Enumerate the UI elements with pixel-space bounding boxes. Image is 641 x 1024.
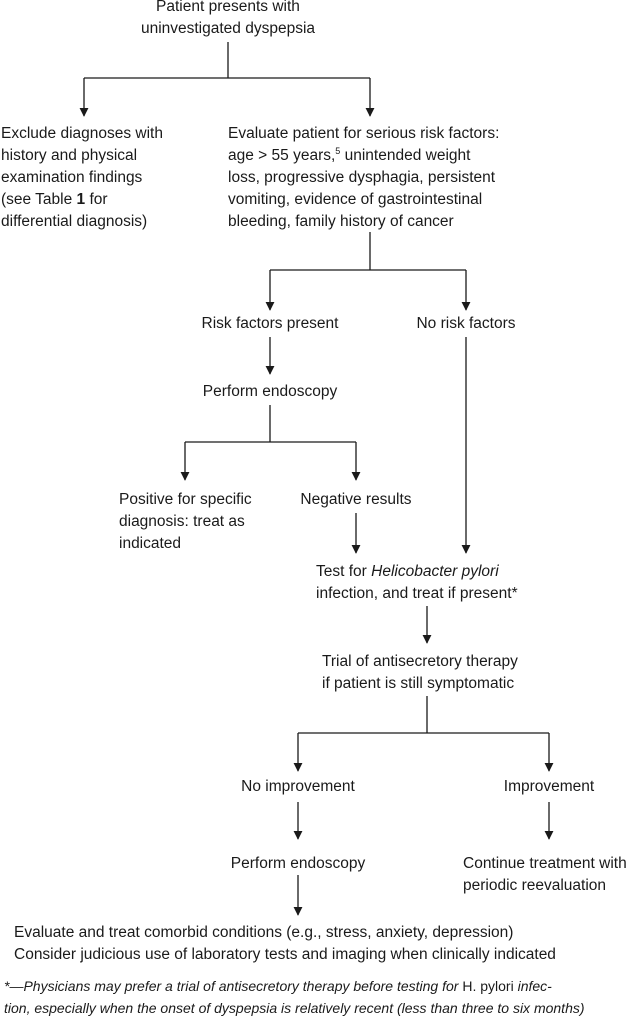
node-exclude-line2: history and physical [1,147,138,164]
node-evaluate-line1: Evaluate patient for serious risk factor… [228,125,500,142]
table-reference: 1 [76,191,86,208]
node-evaluate-line2-post: unintended weight [340,147,471,164]
node-exclude-line5: differential diagnosis) [1,213,148,230]
footnote-line1-pre: *—Physicians may prefer a trial of antis… [4,978,463,994]
node-evaluate: Evaluate patient for serious risk factor… [228,123,499,233]
node-test-hp: Test for Helicobacter pylori infection, … [316,561,518,605]
node-evaluate-line5: bleeding, family history of cancer [228,213,454,230]
node-test-hp-line2: infection, and treat if present* [316,585,518,602]
node-exclude: Exclude diagnoses with history and physi… [1,123,163,233]
footnote-line1-post: infec- [513,978,552,994]
node-positive-line1: Positive for specific [119,491,252,508]
node-risk-present: Risk factors present [201,315,339,332]
node-positive-line3: indicated [119,535,182,552]
footnote-line2: tion, especially when the onset of dyspe… [4,1000,585,1016]
node-negative: Negative results [300,491,412,508]
node-exclude-line1: Exclude diagnoses with [1,125,163,142]
node-exclude-line3: examination findings [1,169,143,186]
node-final-line1: Evaluate and treat comorbid conditions (… [14,924,514,941]
node-no-risk: No risk factors [416,315,516,332]
node-continue-line2: periodic reevaluation [463,877,607,894]
node-start-line2: uninvestigated dyspepsia [140,20,316,37]
node-exclude-line4-post: for [85,191,108,208]
node-trial-line1: Trial of antisecretory therapy [322,653,518,670]
reference-superscript: 5 [335,146,341,156]
node-exclude-line4-pre: (see Table [1,191,77,208]
node-evaluate-line2-pre: age > 55 years, [228,147,336,164]
node-evaluate-line4: vomiting, evidence of gastrointestinal [228,191,483,208]
node-final: Evaluate and treat comorbid conditions (… [14,922,556,966]
node-improvement: Improvement [503,778,595,795]
node-no-improvement: No improvement [241,778,355,795]
node-endoscopy-1: Perform endoscopy [202,383,338,400]
node-continue: Continue treatment with periodic reevalu… [463,853,627,897]
node-start: Patient presents with uninvestigated dys… [98,0,358,40]
node-final-line2: Consider judicious use of laboratory tes… [14,946,556,963]
node-test-hp-line1: Test for Helicobacter pylori [316,561,518,583]
node-positive-line2: diagnosis: treat as [119,513,245,530]
node-trial: Trial of antisecretory therapy if patien… [322,651,518,695]
node-evaluate-line2: age > 55 years,5 unintended weight [228,145,499,167]
node-exclude-line4: (see Table 1 for [1,189,163,211]
node-positive: Positive for specific diagnosis: treat a… [119,489,252,555]
node-test-hp-line1-pre: Test for [316,563,372,580]
node-start-line1: Patient presents with [156,0,300,15]
node-evaluate-line3: loss, progressive dysphagia, persistent [228,169,496,186]
footnote-line1: *—Physicians may prefer a trial of antis… [4,975,585,997]
footnote: *—Physicians may prefer a trial of antis… [4,975,585,1019]
node-endoscopy-2: Perform endoscopy [230,855,366,872]
node-trial-line2: if patient is still symptomatic [322,675,515,692]
node-continue-line1: Continue treatment with [463,855,627,872]
organism-name: Helicobacter pylori [371,563,499,580]
footnote-organism: H. pylori [462,978,514,994]
